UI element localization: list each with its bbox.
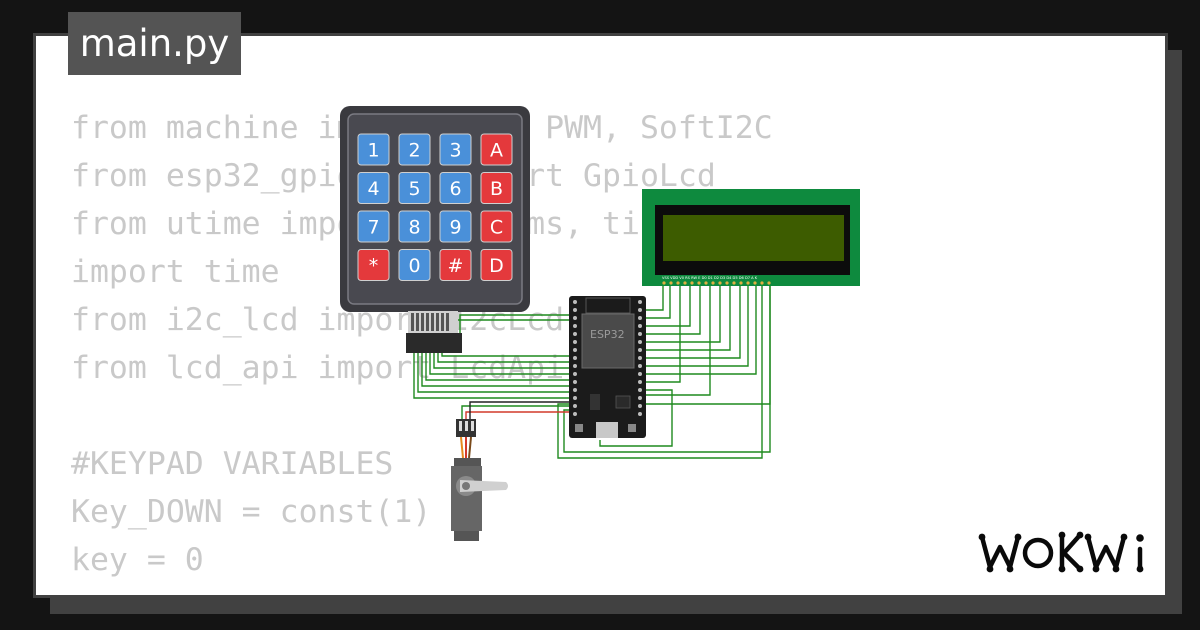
servo-motor	[451, 419, 508, 541]
keypad-key-label: 5	[408, 178, 420, 200]
keypad-key-2[interactable]	[398, 133, 431, 166]
keypad-key-4[interactable]	[357, 172, 390, 204]
keypad-key-1[interactable]	[357, 133, 390, 166]
keypad-key-C[interactable]	[480, 210, 513, 243]
code-line: import time	[71, 254, 280, 290]
wokwi-logo	[978, 531, 1144, 573]
keypad-key-label: 3	[449, 140, 461, 162]
keypad-key-6[interactable]	[439, 172, 472, 204]
keypad-key-#[interactable]	[439, 249, 472, 281]
lcd-pin-labels: VSS VDD V0 RS RW E D0 D1 D2 D3 D4 D5 D6 …	[662, 276, 758, 280]
keypad-key-*[interactable]	[357, 249, 390, 281]
keypad-key-B[interactable]	[480, 172, 513, 204]
code-line: key = 0	[71, 542, 204, 578]
keypad-key-label: C	[490, 217, 503, 239]
keypad-key-label: 2	[408, 140, 420, 162]
keypad: 1 2 3 A 4 5 6 B 7 8 9 C * 0 # D	[340, 106, 530, 353]
keypad-key-0[interactable]	[398, 249, 431, 281]
keypad-key-label: D	[489, 255, 504, 277]
file-tab[interactable]: main.py	[68, 12, 241, 75]
keypad-key-8[interactable]	[398, 210, 431, 243]
keypad-key-D[interactable]	[480, 249, 513, 281]
keypad-key-5[interactable]	[398, 172, 431, 204]
keypad-key-A[interactable]	[480, 133, 513, 166]
code-line: #KEYPAD VARIABLES	[71, 446, 394, 482]
keypad-key-label: 4	[367, 178, 379, 200]
keypad-key-label: 8	[408, 217, 420, 239]
esp32-board: ESP32	[569, 296, 646, 438]
keypad-key-label: 1	[367, 140, 379, 162]
keypad-keys: 1 2 3 A 4 5 6 B 7 8 9 C * 0 # D	[357, 133, 513, 281]
keypad-key-label: 0	[408, 255, 420, 277]
keypad-key-7[interactable]	[357, 210, 390, 243]
keypad-key-9[interactable]	[439, 210, 472, 243]
keypad-key-label: *	[369, 255, 379, 277]
esp32-chip-label: ESP32	[590, 328, 625, 341]
lcd-display: VSS VDD V0 RS RW E D0 D1 D2 D3 D4 D5 D6 …	[642, 189, 860, 286]
keypad-key-label: 7	[367, 217, 379, 239]
code-line: Key_DOWN = const(1)	[71, 494, 432, 530]
keypad-key-label: 6	[449, 178, 461, 200]
keypad-key-label: 9	[449, 217, 461, 239]
keypad-key-label: #	[448, 255, 464, 277]
code-line: from i2c_lcd import I2cLcd	[71, 302, 565, 338]
keypad-key-3[interactable]	[439, 133, 472, 166]
keypad-key-label: A	[490, 140, 503, 162]
keypad-key-label: B	[490, 178, 503, 200]
